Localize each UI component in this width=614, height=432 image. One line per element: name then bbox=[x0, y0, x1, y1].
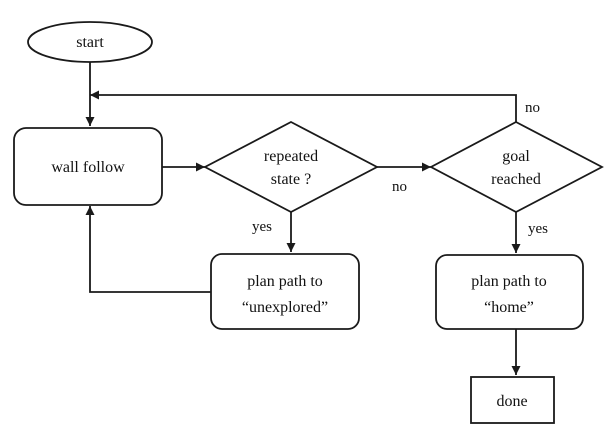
goal-reached-no-label: no bbox=[525, 100, 540, 116]
repeated-state-yes-label: yes bbox=[252, 219, 272, 235]
goal-reached-yes-label: yes bbox=[528, 221, 548, 237]
goal-reached-label-line2: reached bbox=[491, 171, 541, 188]
plan-unexplored-label-line2: “unexplored” bbox=[242, 299, 328, 316]
plan-home-label-line1: plan path to bbox=[471, 273, 547, 290]
plan-unexplored-label-line1: plan path to bbox=[247, 273, 323, 290]
repeated-state-label-line1: repeated bbox=[264, 148, 318, 165]
repeated-state-no-label: no bbox=[392, 179, 407, 195]
plan-home-label-line2: “home” bbox=[484, 299, 534, 316]
goal-reached-label-line1: goal bbox=[502, 148, 530, 165]
edge-goal-reached-no-loop bbox=[90, 90, 517, 122]
wall-follow-label: wall follow bbox=[51, 159, 125, 176]
wall-follow-node: wall follow bbox=[13, 127, 163, 206]
repeated-state-decision: repeated state ? bbox=[203, 120, 379, 214]
plan-unexplored-node: plan path to “unexplored” bbox=[210, 253, 360, 330]
start-label: start bbox=[76, 34, 104, 51]
done-node: done bbox=[470, 376, 555, 424]
goal-reached-decision: goal reached bbox=[429, 120, 604, 214]
repeated-state-label-line2: state ? bbox=[271, 171, 311, 188]
plan-home-node: plan path to “home” bbox=[435, 254, 584, 330]
edge-plan-unexplored-to-wall-follow bbox=[85, 206, 211, 293]
start-node: start bbox=[27, 21, 153, 63]
done-label: done bbox=[496, 393, 527, 410]
